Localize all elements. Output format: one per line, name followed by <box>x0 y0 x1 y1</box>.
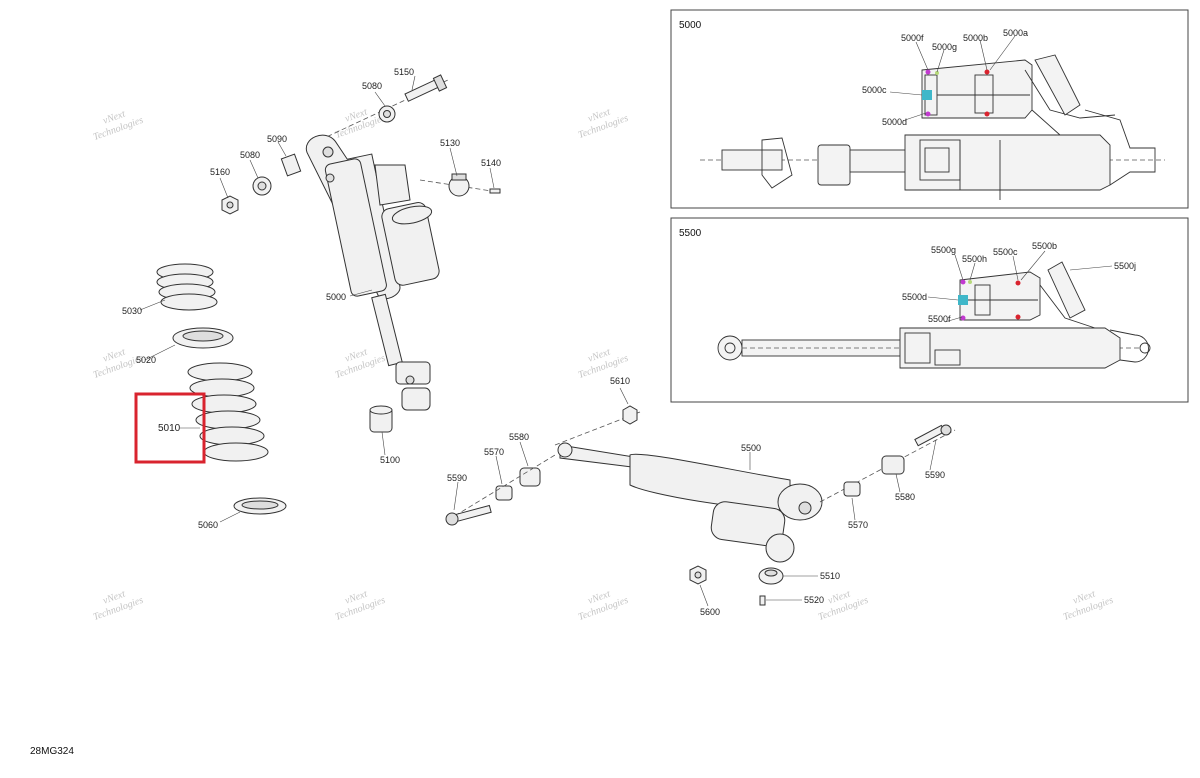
label-5590: 5590 <box>447 473 467 483</box>
part-5000-shock-body[interactable] <box>304 126 441 385</box>
label-5570: 5570 <box>484 447 504 457</box>
label-5580: 5580 <box>509 432 529 442</box>
part-5090-spacer[interactable] <box>280 153 302 177</box>
part-5570b-spacer[interactable] <box>843 481 861 497</box>
part-5080a-bushing[interactable] <box>378 105 396 123</box>
label-5500j: 5500j <box>1114 261 1136 271</box>
label-5600: 5600 <box>700 607 720 617</box>
label-5080: 5080 <box>240 150 260 160</box>
leader-lines <box>139 75 937 607</box>
part-5580a-bushing[interactable] <box>519 467 541 487</box>
part-5130-clamp[interactable] <box>419 173 499 197</box>
part-5010-spring[interactable] <box>187 362 269 462</box>
diagram-code: 28MG324 <box>30 746 74 757</box>
label-5610: 5610 <box>610 376 630 386</box>
part-5590a-bolt[interactable] <box>445 454 556 526</box>
part-5520-screw[interactable] <box>759 595 766 606</box>
label-5510: 5510 <box>820 571 840 581</box>
highlight-box-5010 <box>134 392 206 464</box>
detail-box-5500-frame <box>670 217 1189 403</box>
label-5160: 5160 <box>210 167 230 177</box>
label-5570: 5570 <box>848 520 868 530</box>
part-5500-shock-body[interactable] <box>554 411 823 563</box>
label-5000: 5000 <box>326 292 346 302</box>
part-5600-nut[interactable] <box>689 565 707 585</box>
detail-box-5000-title: 5000 <box>679 20 702 31</box>
label-5080: 5080 <box>362 81 382 91</box>
label-5150: 5150 <box>394 67 414 77</box>
part-5080b-bushing[interactable] <box>252 176 272 196</box>
part-5140-screw[interactable] <box>489 188 501 194</box>
part-5100-bushing[interactable] <box>369 387 431 433</box>
part-5510-clamp[interactable] <box>758 567 784 585</box>
part-5570a-spacer[interactable] <box>495 485 513 501</box>
part-5030-spring[interactable] <box>156 263 218 311</box>
detail-box-5500: 5500 5500g <box>670 217 1189 403</box>
label-5140: 5140 <box>481 158 501 168</box>
label-5000d: 5000d <box>882 117 907 127</box>
label-5000f: 5000f <box>901 33 924 43</box>
label-5100: 5100 <box>380 455 400 465</box>
label-5500g: 5500g <box>931 245 956 255</box>
detail-box-5000: 5000 <box>670 9 1189 209</box>
label-5060: 5060 <box>198 520 218 530</box>
label-5500: 5500 <box>741 443 761 453</box>
label-5030: 5030 <box>122 306 142 316</box>
detail-box-5500-title: 5500 <box>679 228 702 239</box>
label-5000c: 5000c <box>862 85 887 95</box>
part-5580b-bushing[interactable] <box>881 455 905 475</box>
shock-cross-section-5500 <box>717 261 1151 369</box>
part-5020-spring-seat[interactable] <box>172 327 234 349</box>
label-5020: 5020 <box>136 355 156 365</box>
part-5060-retainer[interactable] <box>233 497 287 515</box>
label-5500d: 5500d <box>902 292 927 302</box>
label-5010: 5010 <box>158 423 181 434</box>
label-5580: 5580 <box>895 492 915 502</box>
part-5150-bolt[interactable] <box>319 74 449 141</box>
label-5000b: 5000b <box>963 33 988 43</box>
label-5590: 5590 <box>925 470 945 480</box>
label-5000a: 5000a <box>1003 28 1028 38</box>
part-5160-nut[interactable] <box>221 195 239 215</box>
label-5000g: 5000g <box>932 42 957 52</box>
label-5130: 5130 <box>440 138 460 148</box>
shock-cross-section-5000 <box>700 54 1165 200</box>
label-5500f: 5500f <box>928 314 951 324</box>
label-5090: 5090 <box>267 134 287 144</box>
part-5610-nut[interactable] <box>622 405 638 425</box>
label-5520: 5520 <box>804 595 824 605</box>
label-5500h: 5500h <box>962 254 987 264</box>
label-5500c: 5500c <box>993 247 1018 257</box>
callout-labels: 5150 5080 5090 5080 5160 5130 5140 5000 … <box>122 67 945 617</box>
label-5500b: 5500b <box>1032 241 1057 251</box>
